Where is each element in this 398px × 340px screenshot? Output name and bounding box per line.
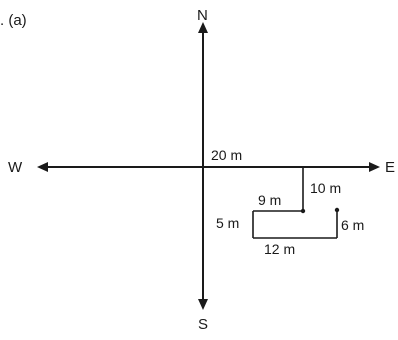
north-arrowhead <box>198 22 208 33</box>
west-label: W <box>8 159 23 176</box>
east-arrowhead <box>369 162 380 172</box>
east-12m-label: 12 m <box>264 241 295 257</box>
south-5m-label: 5 m <box>216 215 239 231</box>
west-9m-label: 9 m <box>258 192 281 208</box>
north-label: N <box>197 7 208 24</box>
west-arrowhead <box>37 162 48 172</box>
part-label: . (a) <box>0 12 27 29</box>
turn-point <box>300 208 306 214</box>
north-6m-label: 6 m <box>341 217 364 233</box>
end-point <box>334 207 340 213</box>
east-label: E <box>385 159 395 176</box>
south-label: S <box>198 316 208 333</box>
east-20m-label: 20 m <box>211 147 242 163</box>
south-arrowhead <box>198 299 208 310</box>
south-10m-label: 10 m <box>310 180 341 196</box>
